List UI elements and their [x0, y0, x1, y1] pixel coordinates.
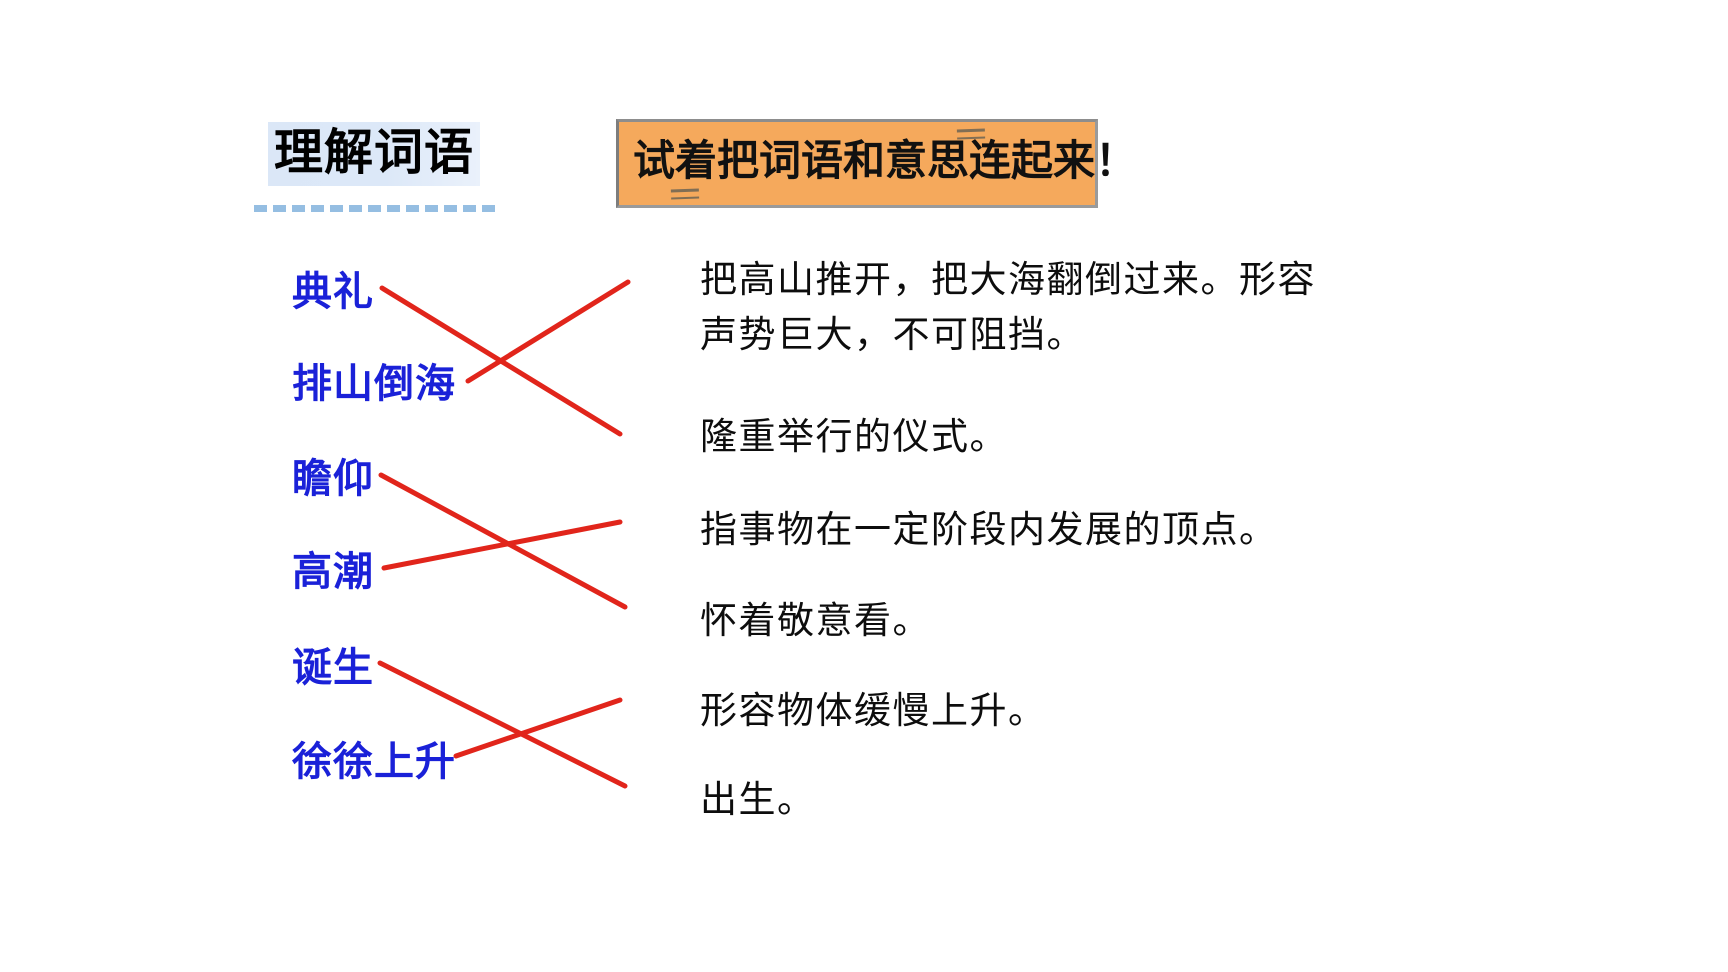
definition-def-dansheng[interactable]: 出生。	[700, 773, 816, 828]
definition-line: 出生。	[700, 778, 816, 821]
line-zhanyang-to-jingyi[interactable]	[378, 472, 628, 610]
line-xuxushangsheng-to-huanman[interactable]	[453, 697, 623, 759]
title-dashed-underline	[254, 205, 500, 212]
vocabulary-word-dianli[interactable]: 典礼	[292, 269, 374, 315]
vocabulary-word-paishandaohai[interactable]: 排山倒海	[292, 361, 456, 407]
line-gaochao-to-dingdian[interactable]	[381, 519, 623, 571]
vocabulary-word-xuxushangsheng[interactable]: 徐徐上升	[292, 739, 456, 785]
vocabulary-word-dansheng[interactable]: 诞生	[292, 645, 374, 691]
definition-line: 把高山推开，把大海翻倒过来。形容	[700, 258, 1316, 301]
definition-def-gaochao[interactable]: 指事物在一定阶段内发展的顶点。	[700, 503, 1278, 558]
vocabulary-word-zhanyang[interactable]: 瞻仰	[292, 456, 374, 502]
definition-line: 声势巨大，不可阻挡。	[700, 312, 1085, 356]
definition-def-paishandaohai[interactable]: 把高山推开，把大海翻倒过来。形容声势巨大，不可阻挡。	[700, 253, 1316, 363]
definition-def-zhanyang[interactable]: 怀着敬意看。	[700, 594, 931, 649]
instruction-callout: 试着把词语和意思连起来！	[616, 119, 1137, 208]
definition-line: 隆重举行的仪式。	[700, 415, 1008, 458]
page-title: 理解词语	[254, 122, 518, 212]
vocabulary-word-gaochao[interactable]: 高潮	[292, 549, 374, 595]
definition-def-xuxushangsheng[interactable]: 形容物体缓慢上升。	[700, 684, 1047, 739]
page-title-text: 理解词语	[268, 122, 481, 186]
definition-line: 形容物体缓慢上升。	[700, 689, 1047, 732]
definition-line: 怀着敬意看。	[700, 599, 931, 642]
definition-line: 指事物在一定阶段内发展的顶点。	[700, 508, 1278, 551]
instruction-text: 试着把词语和意思连起来！	[633, 136, 1138, 185]
line-paishandaohai-to-xingrong[interactable]	[465, 279, 631, 384]
callout-dash-mark-bottom-icon	[670, 188, 700, 200]
definition-def-dianli[interactable]: 隆重举行的仪式。	[700, 410, 1008, 465]
